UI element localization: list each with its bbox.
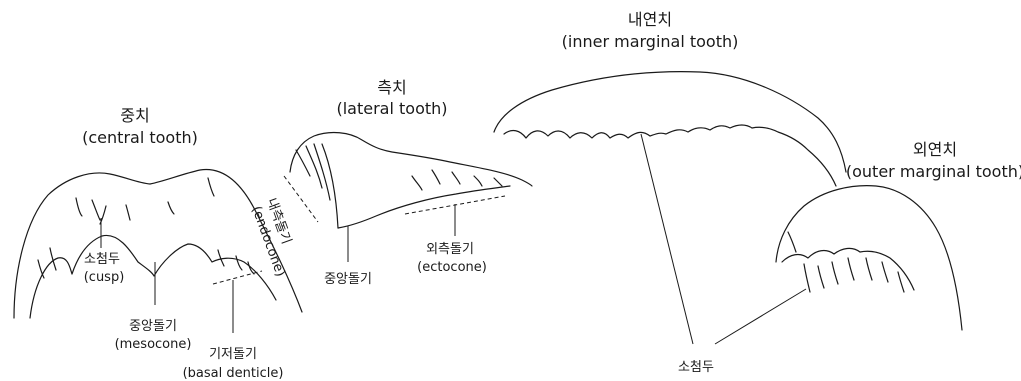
central-mesocone-label-en: (mesocone) — [115, 337, 192, 352]
outer-marginal-inner-outline — [782, 248, 914, 290]
lateral-mesocone-label: 중앙돌기 — [324, 272, 372, 287]
outer-marginal-cusps — [788, 232, 904, 292]
central-mesocone-label-ko: 중앙돌기 — [129, 319, 177, 334]
outer-marginal-title-ko: 외연치 — [913, 140, 957, 159]
lateral-ectocone-label-ko: 외측돌기 — [426, 242, 474, 257]
central-cusp-label-ko: 소첨두 — [84, 252, 120, 267]
inner-marginal-title-ko: 내연치 — [628, 10, 672, 29]
inner-marginal-denticle-row — [504, 125, 836, 186]
inner-marginal-title-en: (inner marginal tooth) — [562, 32, 739, 51]
central-tooth-outline — [14, 170, 302, 318]
central-tooth-title-en: (central tooth) — [82, 128, 198, 147]
inner-marginal-tooth: 내연치 (inner marginal tooth) — [494, 10, 846, 344]
central-tooth-title-ko: 중치 — [120, 106, 149, 125]
outer-marginal-cusp-leader — [715, 289, 806, 344]
outer-marginal-outline — [776, 186, 962, 330]
lateral-ectocone-label-en: (ectocone) — [417, 260, 487, 275]
lateral-tooth-lower-outline — [338, 186, 510, 228]
central-tooth-cusps — [38, 178, 254, 278]
central-basal-dash — [213, 271, 262, 284]
lateral-tooth: 측치 (lateral tooth) 내측돌기 (endocone) 중앙돌기 … — [248, 78, 532, 287]
lateral-tooth-title-ko: 측치 — [377, 78, 406, 97]
lateral-tooth-outline — [290, 133, 532, 186]
central-tooth-inner-outline — [30, 235, 276, 318]
inner-marginal-cusp-leader — [641, 134, 693, 344]
central-cusp-label-en: (cusp) — [84, 270, 125, 285]
marginal-cusp-label: 소첨두 — [678, 360, 714, 375]
inner-marginal-outline — [494, 72, 846, 172]
lateral-tooth-cusps — [296, 144, 502, 228]
outer-marginal-tooth: 외연치 (outer marginal tooth) — [715, 140, 1021, 344]
central-basal-label-ko: 기저돌기 — [209, 347, 257, 362]
lateral-endocone-dash — [284, 176, 318, 222]
central-tooth: 중치 (central tooth) 소첨두 (cusp) 중앙돌기 (meso… — [14, 106, 302, 381]
outer-marginal-title-en: (outer marginal tooth) — [846, 162, 1021, 181]
lateral-tooth-title-en: (lateral tooth) — [336, 99, 447, 118]
central-basal-label-en: (basal denticle) — [183, 366, 284, 381]
